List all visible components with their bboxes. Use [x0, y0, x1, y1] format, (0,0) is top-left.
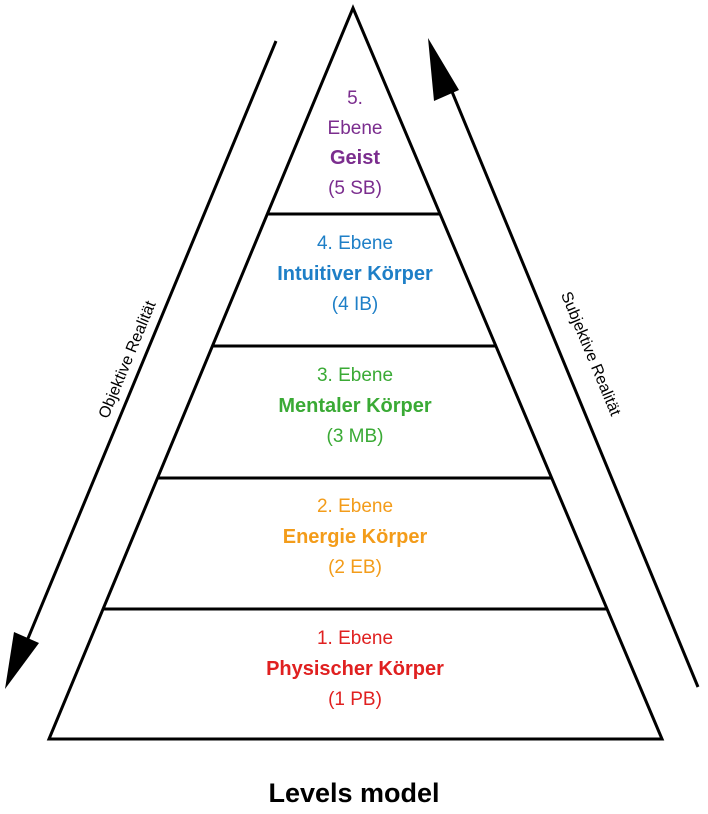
objective-reality-label: Objektive Realität	[96, 298, 160, 421]
level-3-heading: 3. Ebene	[317, 365, 393, 386]
levels-pyramid-diagram: Objektive Realität Subjektive Realität 5…	[5, 4, 700, 741]
level-5: 5. Ebene Geist (5 SB)	[328, 88, 383, 199]
pyramid-outline	[46, 4, 665, 741]
level-5-ebene: Ebene	[328, 118, 383, 139]
level-5-number: 5.	[347, 88, 363, 109]
level-4-abbr: (4 IB)	[332, 294, 378, 315]
objective-arrow-shaft	[22, 40, 278, 649]
level-4: 4. Ebene Intuitiver Körper (4 IB)	[277, 233, 433, 315]
up-arrowhead-icon	[428, 38, 459, 101]
level-3-name: Mentaler Körper	[278, 395, 432, 417]
level-5-name: Geist	[330, 147, 380, 169]
level-5-abbr: (5 SB)	[328, 178, 382, 199]
level-4-heading: 4. Ebene	[317, 233, 393, 254]
level-4-name: Intuitiver Körper	[277, 263, 433, 285]
level-1: 1. Ebene Physischer Körper (1 PB)	[266, 628, 444, 710]
level-2: 2. Ebene Energie Körper (2 EB)	[283, 496, 428, 578]
level-1-abbr: (1 PB)	[328, 689, 382, 710]
level-2-abbr: (2 EB)	[328, 557, 382, 578]
level-1-name: Physischer Körper	[266, 658, 444, 680]
level-2-name: Energie Körper	[283, 526, 428, 548]
level-3: 3. Ebene Mentaler Körper (3 MB)	[278, 365, 432, 447]
level-1-heading: 1. Ebene	[317, 628, 393, 649]
diagram-caption: Levels model	[268, 778, 440, 808]
subjective-arrow-shaft	[446, 81, 700, 688]
level-3-abbr: (3 MB)	[327, 426, 384, 447]
level-2-heading: 2. Ebene	[317, 496, 393, 517]
subjective-reality-label: Subjektive Realität	[557, 289, 624, 418]
down-arrowhead-icon	[5, 632, 39, 689]
